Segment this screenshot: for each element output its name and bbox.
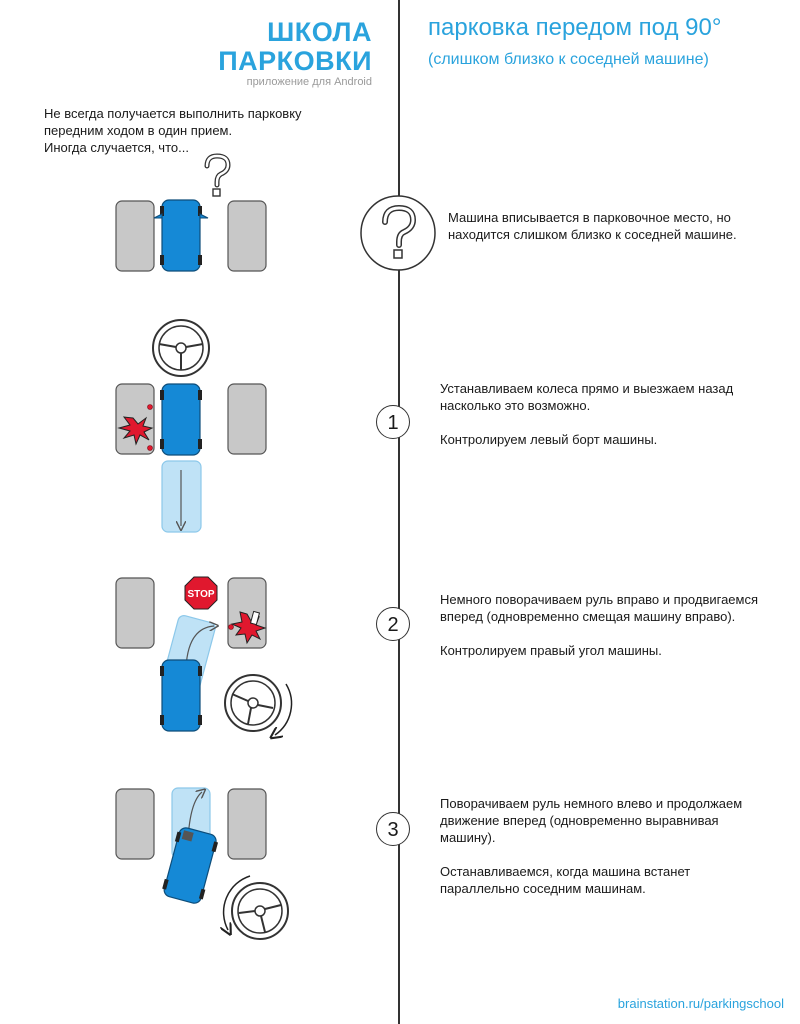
stop-sign-label: STOP [187,589,214,600]
page-subtitle: (слишком близко к соседней машине) [428,51,709,68]
question-mark-icon [204,153,231,197]
step-number-3: 3 [376,812,410,846]
neighbor-car-right [227,788,267,860]
app-logo-title: ШКОЛА ПАРКОВКИ [218,18,372,76]
step-paragraph: Останавливаемся, когда машина встанет па… [440,864,691,896]
scene-2-turn-right: STOP [115,576,293,735]
scene-1-reverse [115,319,267,533]
intro-text: Не всегда получается выполнить парковку … [44,105,364,156]
blue-car [160,659,202,732]
steering-wheel-left-icon [224,875,289,940]
step-paragraph: Машина вписывается в парковочное место, … [448,210,737,242]
step-1-text: Устанавливаем колеса прямо и выезжаем на… [440,380,770,448]
collision-icon [228,610,267,645]
steering-wheel-right-icon [224,674,293,735]
step-3-text: Поворачиваем руль немного влево и продол… [440,795,770,897]
step-paragraph: Немного поворачиваем руль вправо и продв… [440,592,759,624]
intro-line: Иногда случается, что... [44,140,189,155]
step-paragraph: Поворачиваем руль немного влево и продол… [440,796,743,845]
blue-car [153,199,209,272]
question-circle-icon [360,195,436,271]
logo-line-1: ШКОЛА [267,17,372,47]
step-paragraph: Контролируем правый угол машины. [440,643,662,658]
neighbor-car-left [115,200,155,272]
neighbor-car-right [227,200,267,272]
neighbor-car-right [227,383,267,455]
intro-line: передним ходом в один прием. [44,123,233,138]
neighbor-car-left [115,383,155,455]
step-number-2: 2 [376,607,410,641]
scene-0-car-too-close [115,153,267,272]
step-2-text: Немного поворачиваем руль вправо и продв… [440,591,770,659]
steering-wheel-icon [152,319,210,377]
neighbor-car-left [115,577,155,649]
app-logo-subtitle: приложение для Android [246,76,372,88]
step-paragraph: Устанавливаем колеса прямо и выезжаем на… [440,381,734,413]
page-title: парковка передом под 90° [428,14,722,41]
center-divider [398,0,400,1024]
collision-icon [117,404,154,451]
footer-link[interactable]: brainstation.ru/parkingschool [617,996,784,1011]
step-number-1: 1 [376,405,410,439]
neighbor-car-left [115,788,155,860]
blue-car [160,383,202,456]
step-paragraph: Контролируем левый борт машины. [440,432,658,447]
logo-line-2: ПАРКОВКИ [218,46,372,76]
blue-car [162,827,219,904]
stop-sign-icon: STOP [184,576,218,610]
step-0-text: Машина вписывается в парковочное место, … [448,209,768,243]
intro-line: Не всегда получается выполнить парковку [44,106,302,121]
scene-3-align [115,787,289,940]
